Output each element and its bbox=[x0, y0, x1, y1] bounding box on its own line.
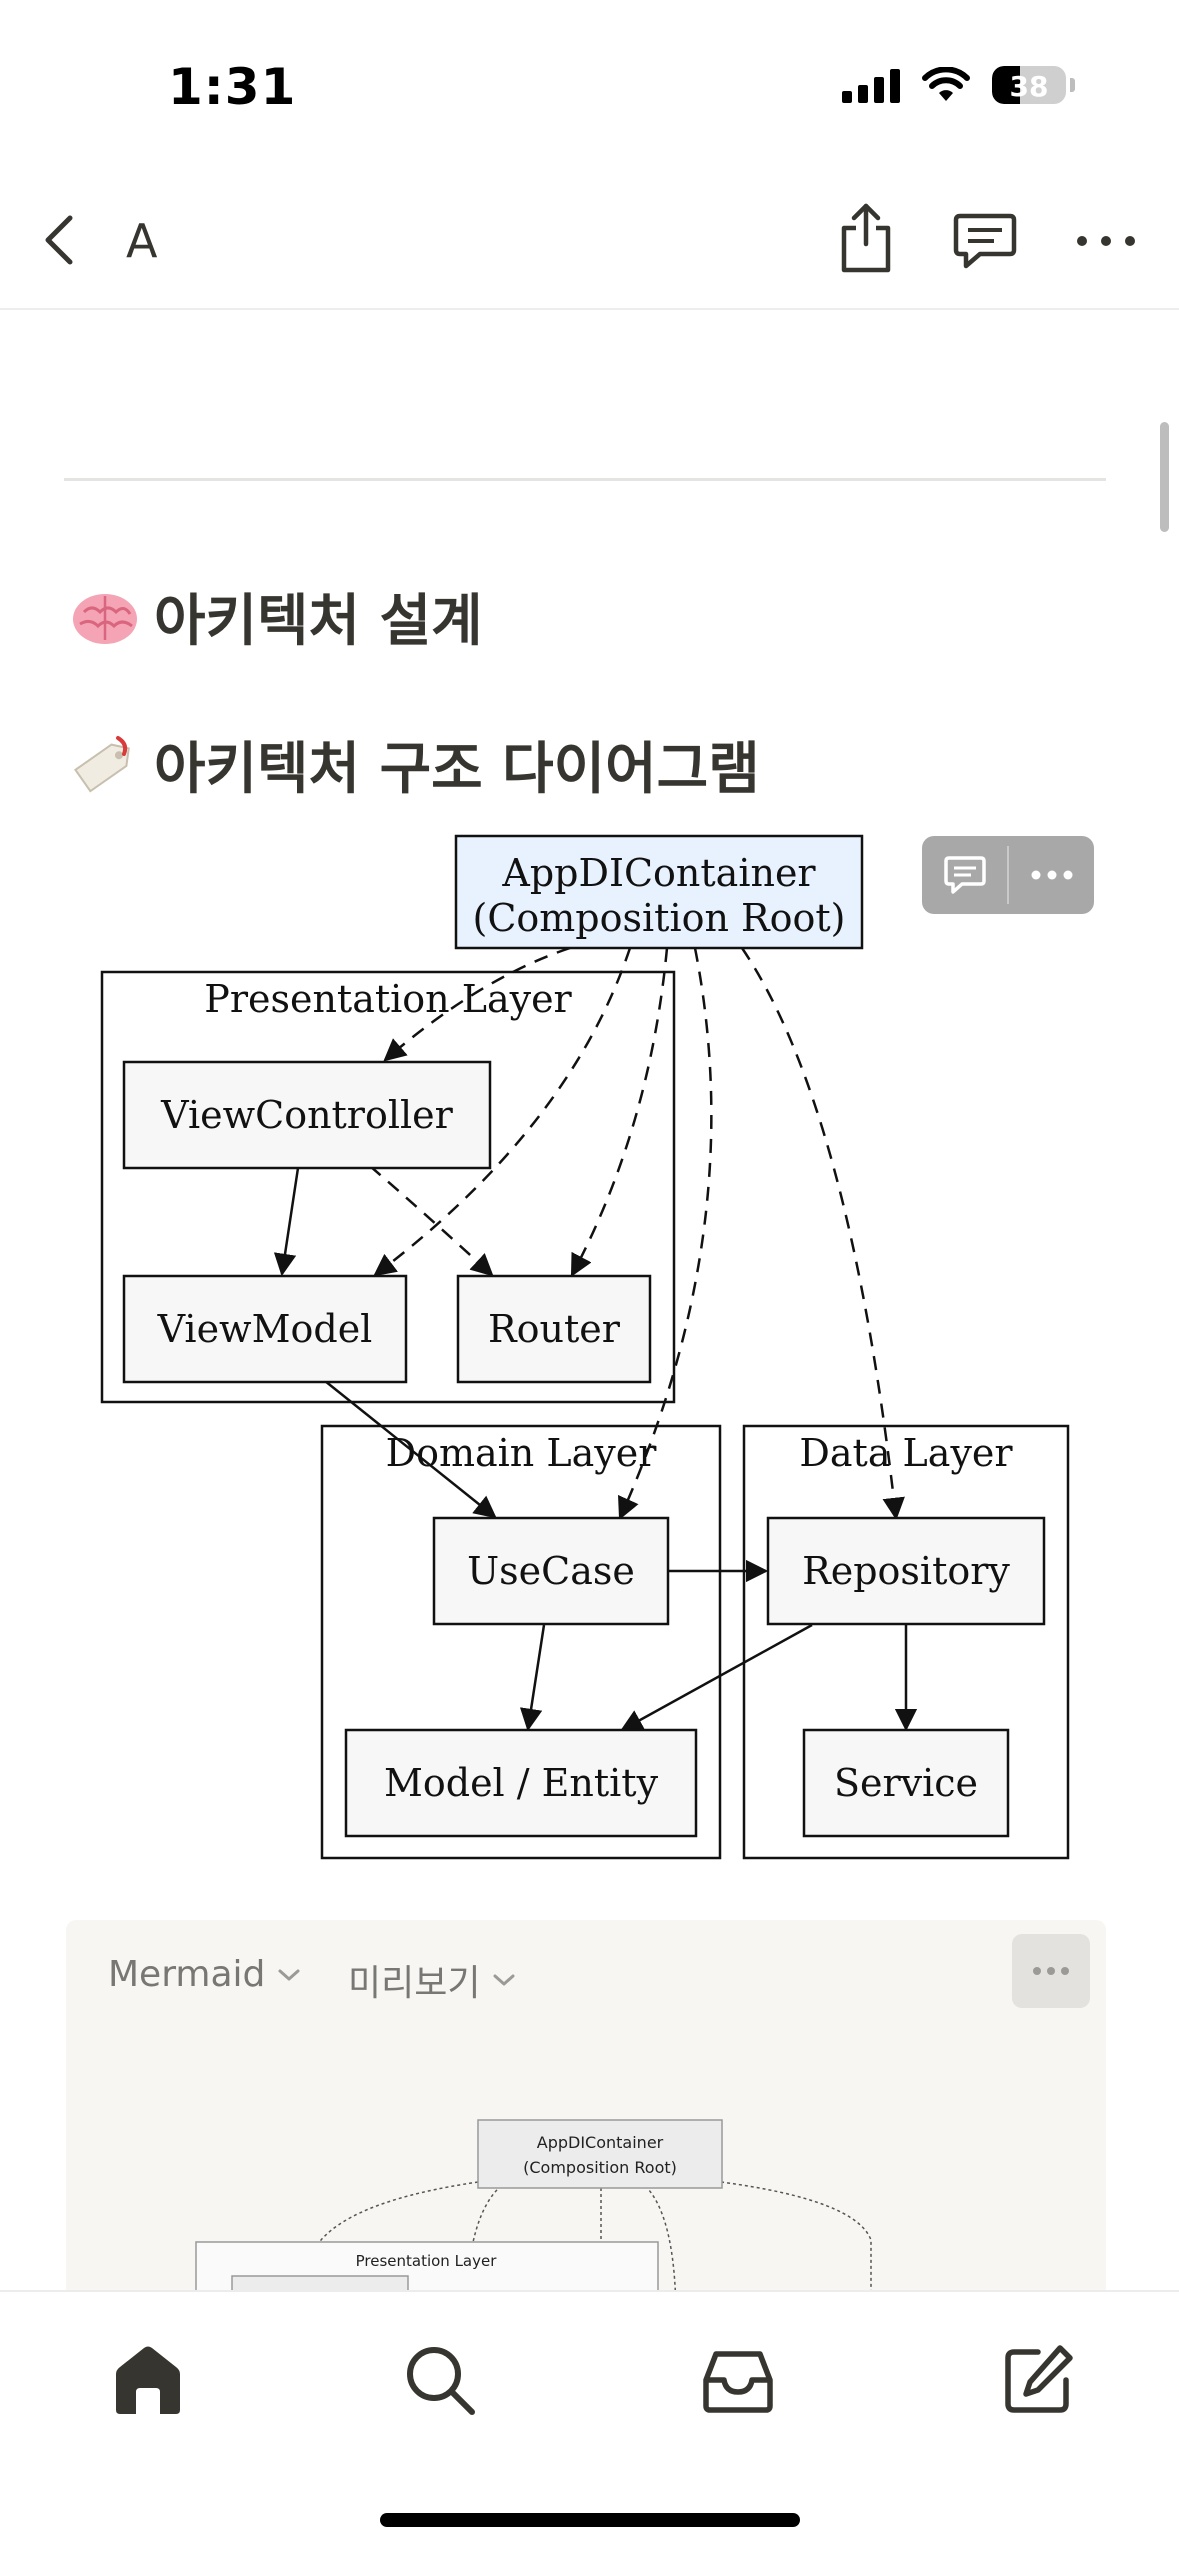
scroll-indicator[interactable] bbox=[1160, 422, 1169, 532]
mermaid-preview: AppDIContainer (Composition Root) Presen… bbox=[195, 2119, 872, 2320]
node-appdicontainer bbox=[454, 834, 864, 950]
bottom-tab-bar bbox=[0, 2290, 1179, 2556]
domain-layer-cluster bbox=[320, 1424, 722, 1860]
edge-root-repository bbox=[740, 947, 905, 1521]
image-more-button[interactable] bbox=[1009, 836, 1094, 914]
edge-root-usecase bbox=[618, 947, 713, 1521]
battery-percent: 38 bbox=[1009, 70, 1049, 103]
node-model-entity-label: Model / Entity bbox=[384, 1761, 659, 1805]
edge-usecase-model bbox=[519, 1624, 546, 1732]
brain-icon bbox=[73, 593, 137, 644]
node-viewcontroller-label: ViewController bbox=[160, 1093, 453, 1137]
home-icon[interactable] bbox=[108, 2340, 188, 2420]
top-nav-bar: A bbox=[0, 170, 1179, 310]
architecture-diagram[interactable]: Presentation Layer Domain Layer Data Lay… bbox=[90, 828, 1090, 1868]
edge-root-router bbox=[570, 947, 669, 1277]
comment-icon bbox=[943, 856, 986, 894]
edge-viewcontroller-viewmodel bbox=[273, 1167, 300, 1277]
edge-viewcontroller-router bbox=[369, 1165, 494, 1277]
more-options-icon[interactable] bbox=[1074, 226, 1138, 256]
home-indicator bbox=[380, 2513, 800, 2527]
mini-node-appdicontainer bbox=[477, 2119, 723, 2189]
node-viewcontroller bbox=[122, 1060, 492, 1170]
node-router bbox=[456, 1274, 652, 1384]
node-usecase bbox=[432, 1516, 670, 1626]
mermaid-code-block[interactable]: AppDIContainer (Composition Root) Presen… bbox=[66, 1920, 1106, 2320]
heading-architecture-design: 아키텍처 설계 bbox=[70, 576, 483, 657]
node-repository-label: Repository bbox=[802, 1549, 1010, 1593]
compose-icon[interactable] bbox=[998, 2340, 1078, 2420]
back-chevron-icon[interactable] bbox=[36, 210, 86, 270]
data-layer-label: Data Layer bbox=[799, 1431, 1013, 1475]
wifi-icon bbox=[922, 67, 970, 101]
status-time: 1:31 bbox=[168, 58, 297, 116]
node-usecase-label: UseCase bbox=[467, 1549, 635, 1593]
presentation-layer-label: Presentation Layer bbox=[204, 977, 572, 1021]
code-view-mode-label: 미리보기 bbox=[348, 1963, 481, 2004]
heading-2-text: 아키텍처 구조 다이어그램 bbox=[154, 737, 760, 802]
search-icon[interactable] bbox=[400, 2340, 480, 2420]
divider bbox=[1007, 846, 1009, 904]
edge-viewmodel-usecase bbox=[324, 1380, 497, 1519]
image-actions-toolbar bbox=[922, 836, 1094, 914]
presentation-layer-cluster bbox=[100, 970, 676, 1404]
node-service-label: Service bbox=[834, 1761, 978, 1805]
node-router-label: Router bbox=[488, 1307, 621, 1351]
node-model-entity bbox=[344, 1728, 698, 1838]
node-viewmodel-label: ViewModel bbox=[157, 1307, 373, 1351]
edge-root-viewcontroller bbox=[383, 946, 571, 1062]
page-title: A bbox=[126, 214, 158, 268]
code-language-label: Mermaid bbox=[108, 1954, 266, 1995]
battery-icon: 38 bbox=[992, 66, 1066, 104]
chevron-down-icon bbox=[493, 1974, 515, 1986]
mini-edge bbox=[320, 2181, 479, 2280]
status-bar: 1:31 38 bbox=[0, 0, 1179, 170]
code-view-mode-selector[interactable]: 미리보기 bbox=[348, 1954, 516, 2006]
code-block-more-button[interactable] bbox=[1012, 1934, 1090, 2008]
more-options-icon bbox=[1031, 870, 1072, 880]
mini-node-appdicontainer-line1: AppDIContainer bbox=[537, 2133, 664, 2152]
edge-repository-model bbox=[620, 1623, 813, 1732]
node-service bbox=[802, 1728, 1010, 1838]
chevron-down-icon bbox=[278, 1969, 300, 1980]
node-viewmodel bbox=[122, 1274, 408, 1384]
domain-layer-label: Domain Layer bbox=[386, 1431, 658, 1475]
inbox-icon[interactable] bbox=[698, 2340, 778, 2420]
comment-icon[interactable] bbox=[952, 210, 1018, 272]
divider bbox=[64, 478, 1106, 481]
battery-level-fill bbox=[992, 66, 1021, 104]
more-options-icon bbox=[1033, 1967, 1069, 1975]
mini-node-appdicontainer-line2: (Composition Root) bbox=[523, 2158, 677, 2177]
cellular-signal-icon bbox=[842, 67, 900, 103]
edge-root-viewmodel bbox=[373, 947, 632, 1277]
mini-presentation-layer-label: Presentation Layer bbox=[356, 2252, 498, 2270]
node-appdicontainer-line2: (Composition Root) bbox=[473, 896, 846, 940]
heading-1-text: 아키텍처 설계 bbox=[154, 589, 483, 654]
share-icon[interactable] bbox=[836, 200, 896, 274]
data-layer-cluster bbox=[742, 1424, 1070, 1860]
battery-tip bbox=[1070, 78, 1075, 92]
code-language-selector[interactable]: Mermaid bbox=[108, 1954, 301, 1995]
node-appdicontainer-line1: AppDIContainer bbox=[501, 851, 816, 895]
label-tag-icon bbox=[74, 735, 130, 793]
status-icons: 38 bbox=[842, 66, 1075, 104]
image-comment-button[interactable] bbox=[922, 836, 1007, 914]
node-repository bbox=[766, 1516, 1046, 1626]
heading-architecture-diagram: 아키텍처 구조 다이어그램 bbox=[70, 724, 760, 805]
